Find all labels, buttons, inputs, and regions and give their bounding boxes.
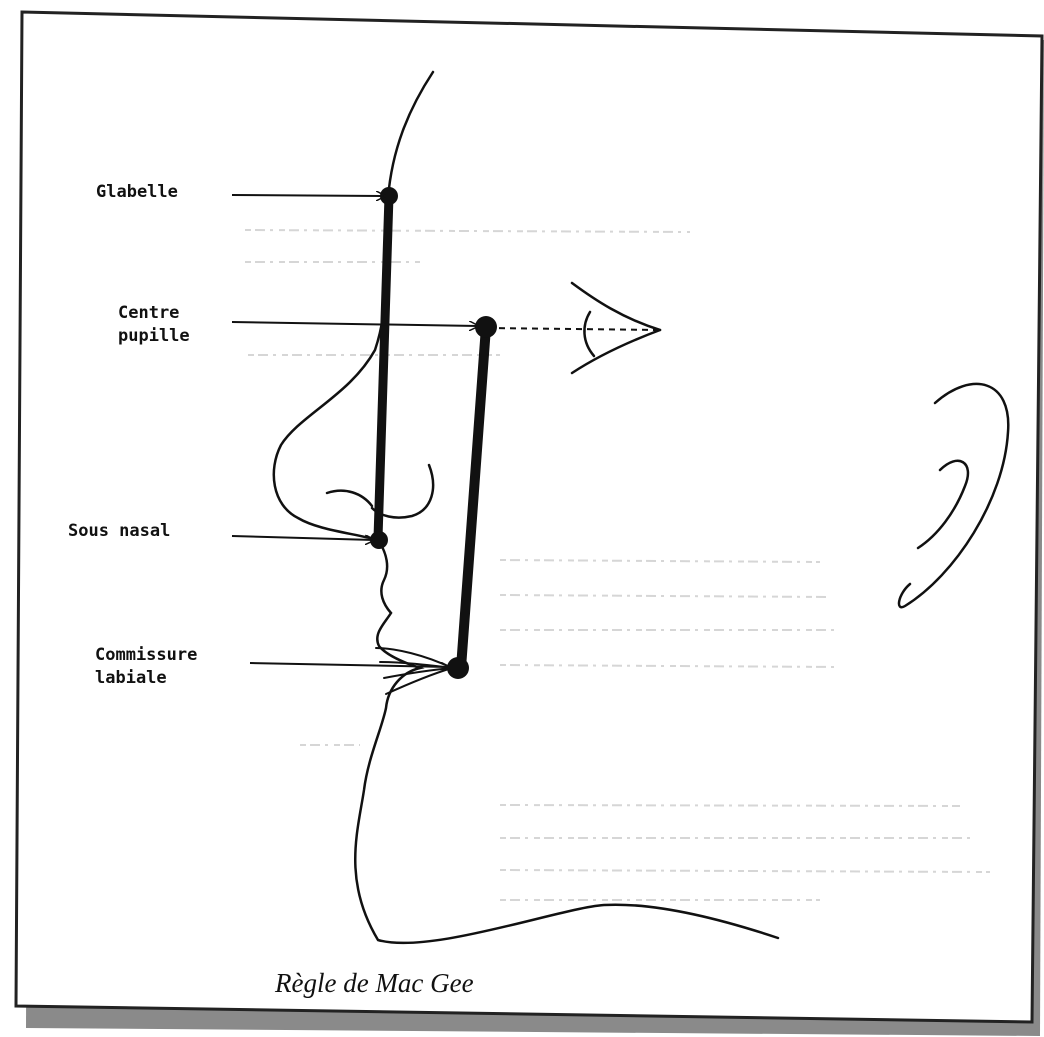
label-commissure-line2: labiale <box>95 668 167 688</box>
label-sous-nasal: Sous nasal <box>68 521 170 541</box>
label-commissure-line1: Commissure <box>95 645 197 665</box>
label-centre-pupille-line2: pupille <box>118 326 190 346</box>
label-glabelle: Glabelle <box>96 182 178 202</box>
centre-pupille-point <box>475 316 497 338</box>
figure-caption: Règle de Mac Gee <box>274 968 474 998</box>
commissure-labiale-point <box>447 657 469 679</box>
label-centre-pupille-line1: Centre <box>118 303 179 323</box>
page-frame <box>16 12 1042 1022</box>
glabelle-arrow <box>232 195 385 196</box>
